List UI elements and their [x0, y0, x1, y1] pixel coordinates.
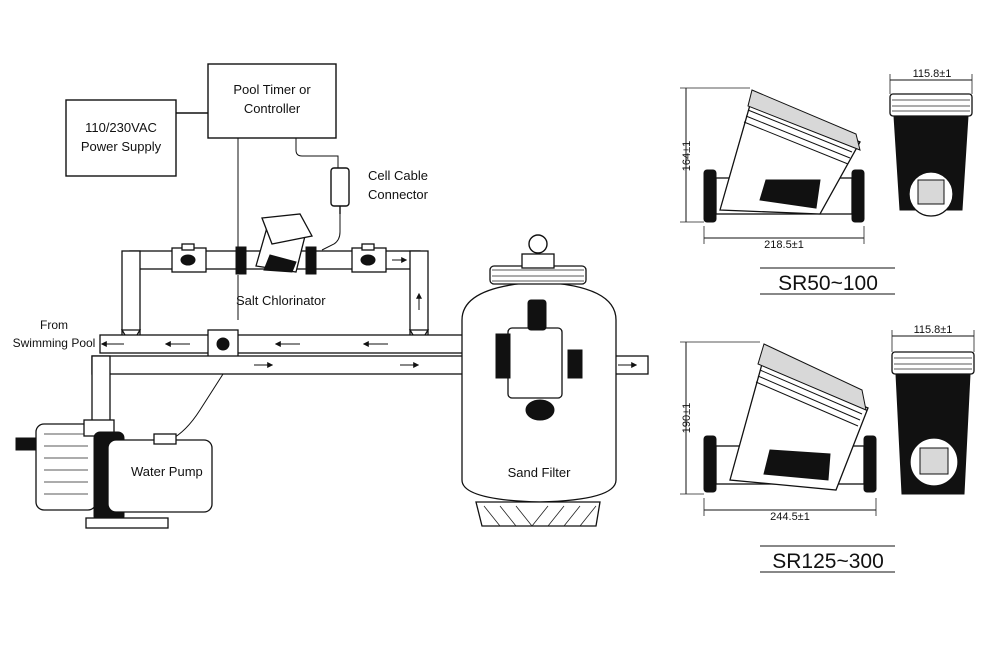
- water-pump: Water Pump: [15, 419, 213, 529]
- water-pump-label: Water Pump: [131, 464, 203, 479]
- cell-cable-label-line1: Cell Cable: [368, 168, 428, 183]
- return-pipe: [99, 329, 511, 359]
- sr125-height-dimension: 190±1: [680, 341, 760, 495]
- timer-controller-box: Pool Timer or Controller: [207, 63, 337, 139]
- sr50-length-label: 218.5±1: [764, 239, 804, 251]
- sr50-model-name: SR50~100: [778, 272, 878, 295]
- sr125-front-view: [891, 351, 975, 495]
- salt-chlorinator-label: Salt Chlorinator: [236, 293, 326, 308]
- sr125-side-view: [703, 343, 877, 493]
- sr125-width-dimension: 115.8±1: [891, 324, 975, 352]
- sr125-length-label: 244.5±1: [770, 511, 810, 523]
- sr125-model-name: SR125~300: [772, 550, 884, 573]
- sand-filter: Sand Filter: [461, 234, 617, 527]
- bypass-valve-right: [351, 243, 387, 273]
- sr50-length-dimension: 218.5±1: [703, 226, 865, 251]
- power-supply-box: 110/230VAC Power Supply: [65, 99, 177, 177]
- sr50-width-label: 115.8±1: [913, 68, 952, 80]
- from-pool-label-line1: From: [40, 318, 68, 332]
- power-supply-label-line2: Power Supply: [81, 139, 162, 154]
- sr125-length-dimension: 244.5±1: [703, 498, 877, 523]
- from-pool-label-line2: Swimming Pool: [13, 336, 96, 350]
- sand-filter-label: Sand Filter: [508, 465, 572, 480]
- sr50-height-dimension: 164±1: [680, 87, 750, 223]
- controller-to-pump-cable: [169, 138, 239, 441]
- bypass-valve-left: [171, 243, 207, 273]
- salt-chlorinator-cell: [235, 213, 317, 275]
- power-supply-label-line1: 110/230VAC: [85, 120, 157, 135]
- timer-label-line1: Pool Timer or: [233, 82, 311, 97]
- controller-to-connector-cable: [295, 138, 339, 168]
- cell-cable-label-line2: Connector: [368, 187, 429, 202]
- cell-cable-connector: [330, 167, 350, 214]
- sr125-height-label: 190±1: [681, 403, 693, 434]
- sr50-height-label: 164±1: [681, 141, 693, 172]
- timer-label-line2: Controller: [244, 101, 301, 116]
- connector-to-cell-cable: [321, 214, 341, 251]
- sr50-width-dimension: 115.8±1: [889, 68, 973, 94]
- sr125-width-label: 115.8±1: [914, 324, 953, 336]
- sr50-side-view: [703, 89, 865, 223]
- sr50-front-view: [889, 93, 973, 217]
